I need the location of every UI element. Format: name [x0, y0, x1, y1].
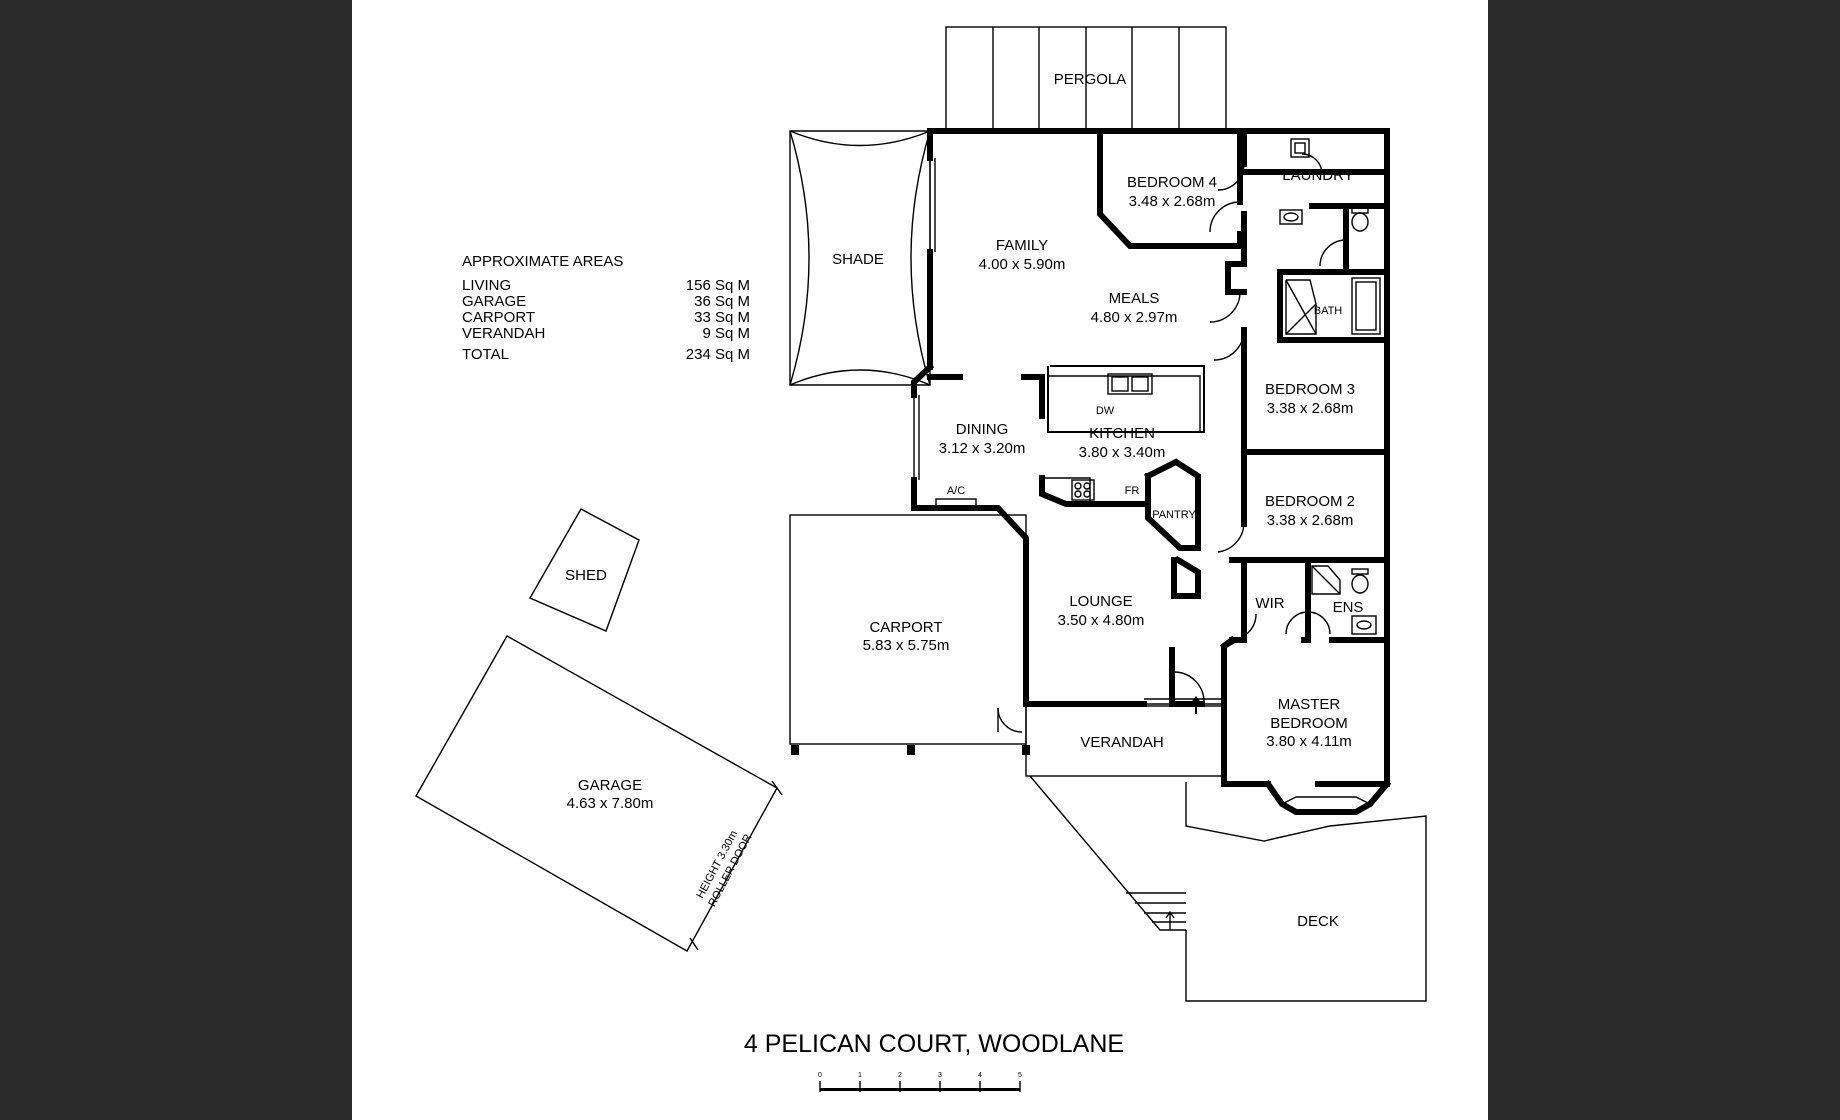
wir-label: WIR	[1255, 595, 1284, 612]
bath-label: BATH	[1314, 305, 1343, 317]
ens-label: ENS	[1333, 599, 1364, 616]
carport-label: CARPORT	[869, 619, 942, 636]
area-value-carport: 33 Sq M	[694, 309, 750, 326]
fridge-label: FR	[1125, 485, 1140, 497]
deck: DECK	[1029, 775, 1427, 1002]
scale-tick-3: 3	[938, 1072, 942, 1079]
lounge-label: LOUNGE	[1069, 593, 1132, 610]
area-label-verandah: VERANDAH	[462, 325, 545, 342]
lounge-size: 3.50 x 4.80m	[1058, 612, 1145, 629]
area-value-verandah: 9 Sq M	[702, 325, 750, 342]
scale-tick-4: 4	[978, 1072, 982, 1079]
scale-bar: 0 1 2 3 4 5	[818, 1072, 1022, 1092]
bedroom4-label: BEDROOM 4	[1127, 174, 1217, 191]
shed: SHED	[529, 508, 640, 632]
area-label-living: LIVING	[462, 277, 511, 294]
ac-label: A/C	[947, 485, 965, 497]
bedroom4-size: 3.48 x 2.68m	[1129, 193, 1216, 210]
area-value-garage: 36 Sq M	[694, 293, 750, 310]
area-label-carport: CARPORT	[462, 309, 535, 326]
area-value-living: 156 Sq M	[686, 277, 750, 294]
carport-size: 5.83 x 5.75m	[863, 637, 950, 654]
deck-label: DECK	[1297, 913, 1339, 930]
floor-plan-sheet: APPROXIMATE AREAS LIVING GARAGE CARPORT …	[352, 0, 1488, 1120]
family-label: FAMILY	[996, 237, 1048, 254]
verandah: VERANDAH	[1025, 705, 1226, 777]
garage: GARAGE 4.63 x 7.80m HEIGHT 3.30m ROLLER …	[415, 635, 783, 952]
master-label-line2: BEDROOM	[1270, 715, 1348, 732]
garage-size: 4.63 x 7.80m	[567, 795, 654, 812]
bedroom3-size: 3.38 x 2.68m	[1267, 400, 1354, 417]
family-size: 4.00 x 5.90m	[979, 256, 1066, 273]
area-label-garage: GARAGE	[462, 293, 526, 310]
shed-label: SHED	[565, 567, 607, 584]
verandah-label: VERANDAH	[1080, 734, 1163, 751]
master-size: 3.80 x 4.11m	[1266, 733, 1352, 750]
shade-sail: SHADE	[789, 130, 931, 386]
area-value-total: 234 Sq M	[686, 346, 750, 363]
kitchen-size: 3.80 x 3.40m	[1079, 444, 1166, 461]
scale-tick-0: 0	[818, 1072, 822, 1079]
air-conditioner: A/C	[935, 485, 977, 508]
bedroom3-label: BEDROOM 3	[1265, 381, 1355, 398]
floor-plan: APPROXIMATE AREAS LIVING GARAGE CARPORT …	[415, 26, 1427, 1092]
carport: CARPORT 5.83 x 5.75m	[789, 514, 1030, 755]
master-label-line1: MASTER	[1278, 696, 1341, 713]
shade-label: SHADE	[832, 251, 884, 268]
dishwasher-label: DW	[1096, 405, 1115, 417]
meals-label: MEALS	[1109, 290, 1160, 307]
scale-tick-2: 2	[898, 1072, 902, 1079]
areas-heading: APPROXIMATE AREAS	[462, 253, 623, 270]
dining-size: 3.12 x 3.20m	[939, 440, 1026, 457]
pergola: PERGOLA	[945, 26, 1227, 132]
dining-label: DINING	[956, 421, 1009, 438]
approximate-areas-table: APPROXIMATE AREAS LIVING GARAGE CARPORT …	[462, 253, 750, 363]
scale-tick-1: 1	[858, 1072, 862, 1079]
bedroom2-label: BEDROOM 2	[1265, 493, 1355, 510]
entry-arrow-icon	[1190, 696, 1202, 714]
bedroom2-size: 3.38 x 2.68m	[1267, 512, 1354, 529]
area-label-total: TOTAL	[462, 346, 509, 363]
pantry-label: PANTRY	[1152, 509, 1196, 521]
door-swings	[997, 153, 1347, 733]
interior-walls	[927, 128, 1390, 707]
wet-area-fixtures	[1279, 138, 1381, 635]
laundry-label: LAUNDRY	[1282, 167, 1353, 184]
kitchen-bench: DW FR	[1042, 365, 1205, 506]
room-labels: BEDROOM 4 3.48 x 2.68m LAUNDRY BATH FAMI…	[939, 167, 1364, 750]
pergola-label: PERGOLA	[1054, 71, 1127, 88]
meals-size: 4.80 x 2.97m	[1091, 309, 1178, 326]
garage-label: GARAGE	[578, 777, 642, 794]
scale-tick-5: 5	[1018, 1072, 1022, 1079]
kitchen-label: KITCHEN	[1089, 425, 1155, 442]
property-title: 4 PELICAN COURT, WOODLANE	[744, 1030, 1124, 1058]
